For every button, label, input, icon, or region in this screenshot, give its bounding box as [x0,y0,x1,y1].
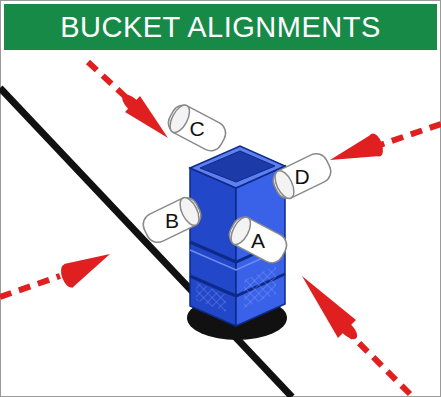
cylinder-letter: B [165,210,179,231]
cylinder-letter: D [294,166,309,187]
roller-cylinder: A [225,218,291,262]
roller-cylinder: D [269,154,335,198]
floor-line [0,88,292,397]
cylinder-letter: C [189,118,204,139]
title-banner: BUCKET ALIGNMENTS [4,4,437,50]
bucket-mesh [196,282,226,312]
roller-cylinder: B [139,198,205,242]
alignment-arrows [0,62,441,394]
roller-cylinder: C [164,106,230,150]
bucket-mesh [244,266,276,308]
title-text: BUCKET ALIGNMENTS [60,11,381,44]
cylinder-letter: A [251,230,265,251]
